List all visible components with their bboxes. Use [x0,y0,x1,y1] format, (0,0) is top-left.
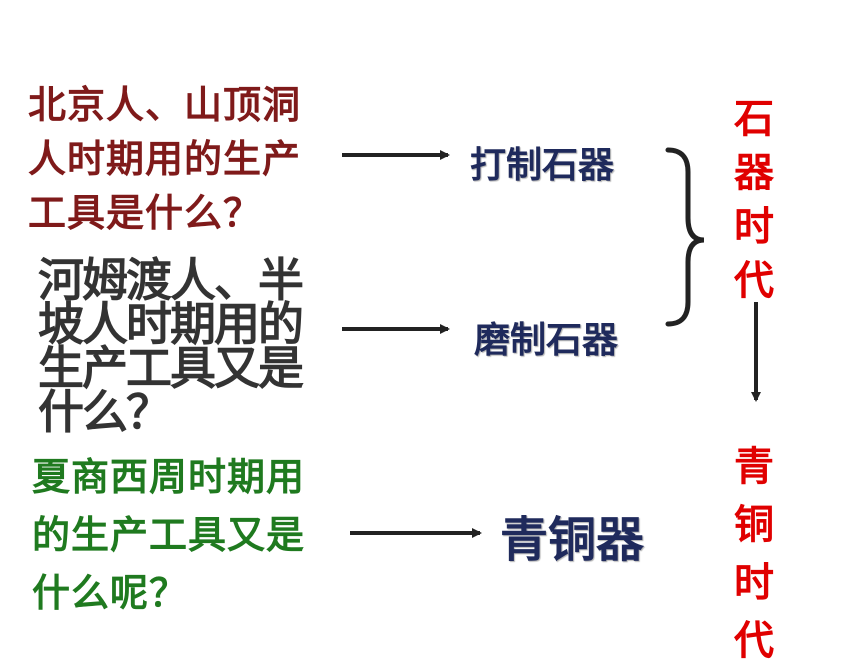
connector-lines [342,147,761,538]
question-paleolithic: 北京人、山顶洞人时期用的生产工具是什么？ [28,83,302,235]
era-bronze-age: 青铜时代 [734,444,774,664]
tool-chipped-stone: 打制石器 [470,145,615,186]
tool-bronze-ware: 青铜器 [500,512,645,568]
tool-polished-stone: 磨制石器 [474,320,619,361]
question-xia-shang-zhou: 夏商西周时期用的生产工具又是什么呢？ [32,455,306,615]
curly-brace [665,147,705,327]
era-stone-age: 石器时代 [734,96,774,304]
question-neolithic: 河姆渡人、半坡人时期用的生产工具又是什么？ [38,253,304,439]
